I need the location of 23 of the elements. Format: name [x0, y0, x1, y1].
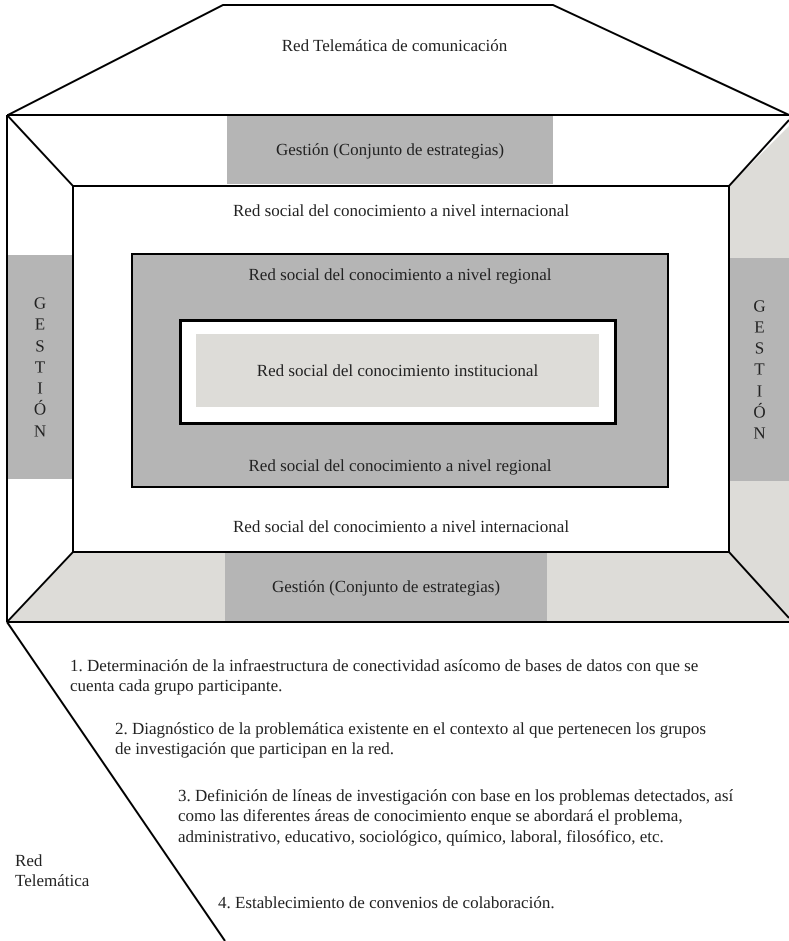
frame-box [179, 319, 617, 425]
panel-label: Red social del conocimiento a nivel internacional [232, 517, 570, 537]
panel-label: Red social del conocimiento a nivel internacional [232, 201, 570, 221]
panel-label: Red social del conocimiento institucional [256, 360, 538, 380]
panel-label: GESTIÓN [752, 295, 767, 444]
panel-label: GESTIÓN [32, 292, 48, 442]
network-box [131, 253, 669, 488]
panel-label: Red Telemática de comunicación [282, 36, 508, 56]
panel-label: Gestión (Conjunto de estrategias) [276, 140, 504, 160]
network-box [72, 185, 730, 553]
step-text: 4. Establecimiento de convenios de colaboración. [218, 893, 555, 914]
step-text: 2. Diagnóstico de la problemática existente en el contexto al que pertenecen los grupos de investigación que participan en la red. [115, 719, 708, 760]
institutional-box [196, 334, 599, 407]
gestion-panel [8, 255, 72, 479]
step-text: 3. Definición de líneas de investigación con base en los problemas detectados, así como las diferentes áreas de conocimiento enque se abordará el problema, administrativo, educativo, sociológico, químico, laboral, filosófico, etc. [178, 786, 734, 848]
gestion-panel [227, 116, 553, 184]
step-text: 1. Determinación de la infraestructura de conectividad asícomo de bases de datos con que se cuenta cada grupo participante. [70, 656, 700, 697]
region-label: Red Telemática [15, 851, 90, 892]
panel-label: Red social del conocimiento a nivel regional [248, 456, 552, 476]
gestion-panel [730, 258, 789, 481]
panel-label: Gestión (Conjunto de estrategias) [272, 577, 500, 597]
gestion-panel [225, 553, 547, 621]
panel-label: Red social del conocimiento a nivel regional [248, 265, 552, 285]
